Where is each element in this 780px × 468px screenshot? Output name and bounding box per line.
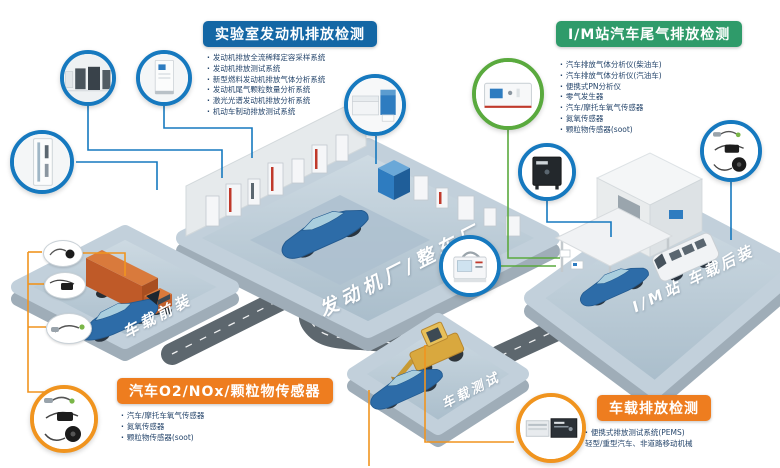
list-item: 便携式PN分析仪 xyxy=(560,82,742,93)
benchtop-gas-analyzer-icon xyxy=(476,62,540,126)
engine-test-racks-badge xyxy=(60,50,116,106)
pn-cabinet-badge xyxy=(518,143,576,201)
list-item: 氮氧传感器 xyxy=(560,114,742,125)
benchtop-analyzer-badge xyxy=(472,58,544,130)
list-item: 零气发生器 xyxy=(560,92,742,103)
road-test-platform xyxy=(347,313,529,447)
im-station-platform xyxy=(524,152,780,411)
portable-analyzer-badge xyxy=(439,235,501,297)
panel-sensors: 汽车O2/NOx/颗粒物传感器 汽车/摩托车氧气传感器 氮氧传感器 颗粒物传感器… xyxy=(117,378,333,443)
list-item: 新型燃料发动机排放气体分析系统 xyxy=(207,75,377,86)
list-item: 汽车排放气体分析仪(汽油车) xyxy=(560,71,742,82)
nox-sensor-oval xyxy=(44,272,86,299)
pems-badge xyxy=(516,393,586,463)
soot-sensor-oval xyxy=(43,240,83,267)
oxygen-sensor-icon xyxy=(51,324,85,333)
list-item: 汽车排放气体分析仪(柴油车) xyxy=(560,60,742,71)
panel-lab: 实验室发动机排放检测 发动机排放全流稀释定容采样系统 发动机排放测试系统 新型燃… xyxy=(203,21,377,118)
cvs-sampler-cabinet-icon xyxy=(14,134,70,190)
list-item: 颗粒物传感器(soot) xyxy=(121,433,333,444)
pems-equipment-icon xyxy=(520,397,582,459)
test-cabinet-badge xyxy=(136,50,192,106)
list-item: 汽车/摩托车氧气传感器 xyxy=(121,411,333,422)
portable-analyzer-icon xyxy=(443,239,497,293)
panel-lab-title: 实验室发动机排放检测 xyxy=(203,21,377,47)
sensor-kit-badge-left xyxy=(30,385,98,453)
list-item: 发动机排放全流稀释定容采样系统 xyxy=(207,53,377,64)
engine-test-racks-icon xyxy=(64,54,112,102)
list-item: 轻型/重型汽车、非道路移动机械 xyxy=(585,438,693,448)
panel-im-title: I/M站汽车尾气排放检测 xyxy=(556,21,743,47)
soot-sensor-icon xyxy=(49,248,75,259)
panel-obd: 车载排放检测 便携式排放测试系统(PEMS) 轻型/重型汽车、非道路移动机械 xyxy=(585,395,711,450)
panel-im: I/M站汽车尾气排放检测 汽车排放气体分析仪(柴油车) 汽车排放气体分析仪(汽油… xyxy=(556,21,743,136)
panel-sensors-list: 汽车/摩托车氧气传感器 氮氧传感器 颗粒物传感器(soot) xyxy=(121,411,333,443)
list-item: 激光光谱发动机排放分析系统 xyxy=(207,96,377,107)
car-hood-open xyxy=(75,288,163,349)
list-item: 机动车制动排放测试系统 xyxy=(207,107,377,118)
emission-test-cabinet-icon xyxy=(140,54,188,102)
factory-dyno-and-machines xyxy=(378,160,521,237)
oxygen-nox-soot-sensors-icon xyxy=(34,389,94,449)
nox-sensor-icon xyxy=(49,279,75,290)
panel-sensors-title: 汽车O2/NOx/颗粒物传感器 xyxy=(117,378,333,404)
list-item: 颗粒物传感器(soot) xyxy=(560,125,742,136)
factory-equipment-row xyxy=(205,134,349,227)
panel-lab-list: 发动机排放全流稀释定容采样系统 发动机排放测试系统 新型燃料发动机排放气体分析系… xyxy=(207,53,377,118)
panel-im-list: 汽车排放气体分析仪(柴油车) 汽车排放气体分析仪(汽油车) 便携式PN分析仪 零… xyxy=(560,60,742,136)
oxygen-sensor-oval xyxy=(46,313,92,344)
connector-lines xyxy=(27,106,732,466)
list-item: 便携式排放测试系统(PEMS) xyxy=(585,428,711,439)
pn-analyzer-cabinet-icon xyxy=(522,147,572,197)
panel-obd-title: 车载排放检测 xyxy=(597,395,711,421)
panel-obd-list: 便携式排放测试系统(PEMS) 轻型/重型汽车、非道路移动机械 xyxy=(585,428,711,450)
list-item: 氮氧传感器 xyxy=(121,422,333,433)
cvs-sampler-badge xyxy=(10,130,74,194)
list-item: 汽车/摩托车氧气传感器 xyxy=(560,103,742,114)
van xyxy=(652,232,720,282)
list-item: 发动机排放测试系统 xyxy=(207,64,377,75)
list-item: 发动机尾气颗粒数量分析系统 xyxy=(207,85,377,96)
